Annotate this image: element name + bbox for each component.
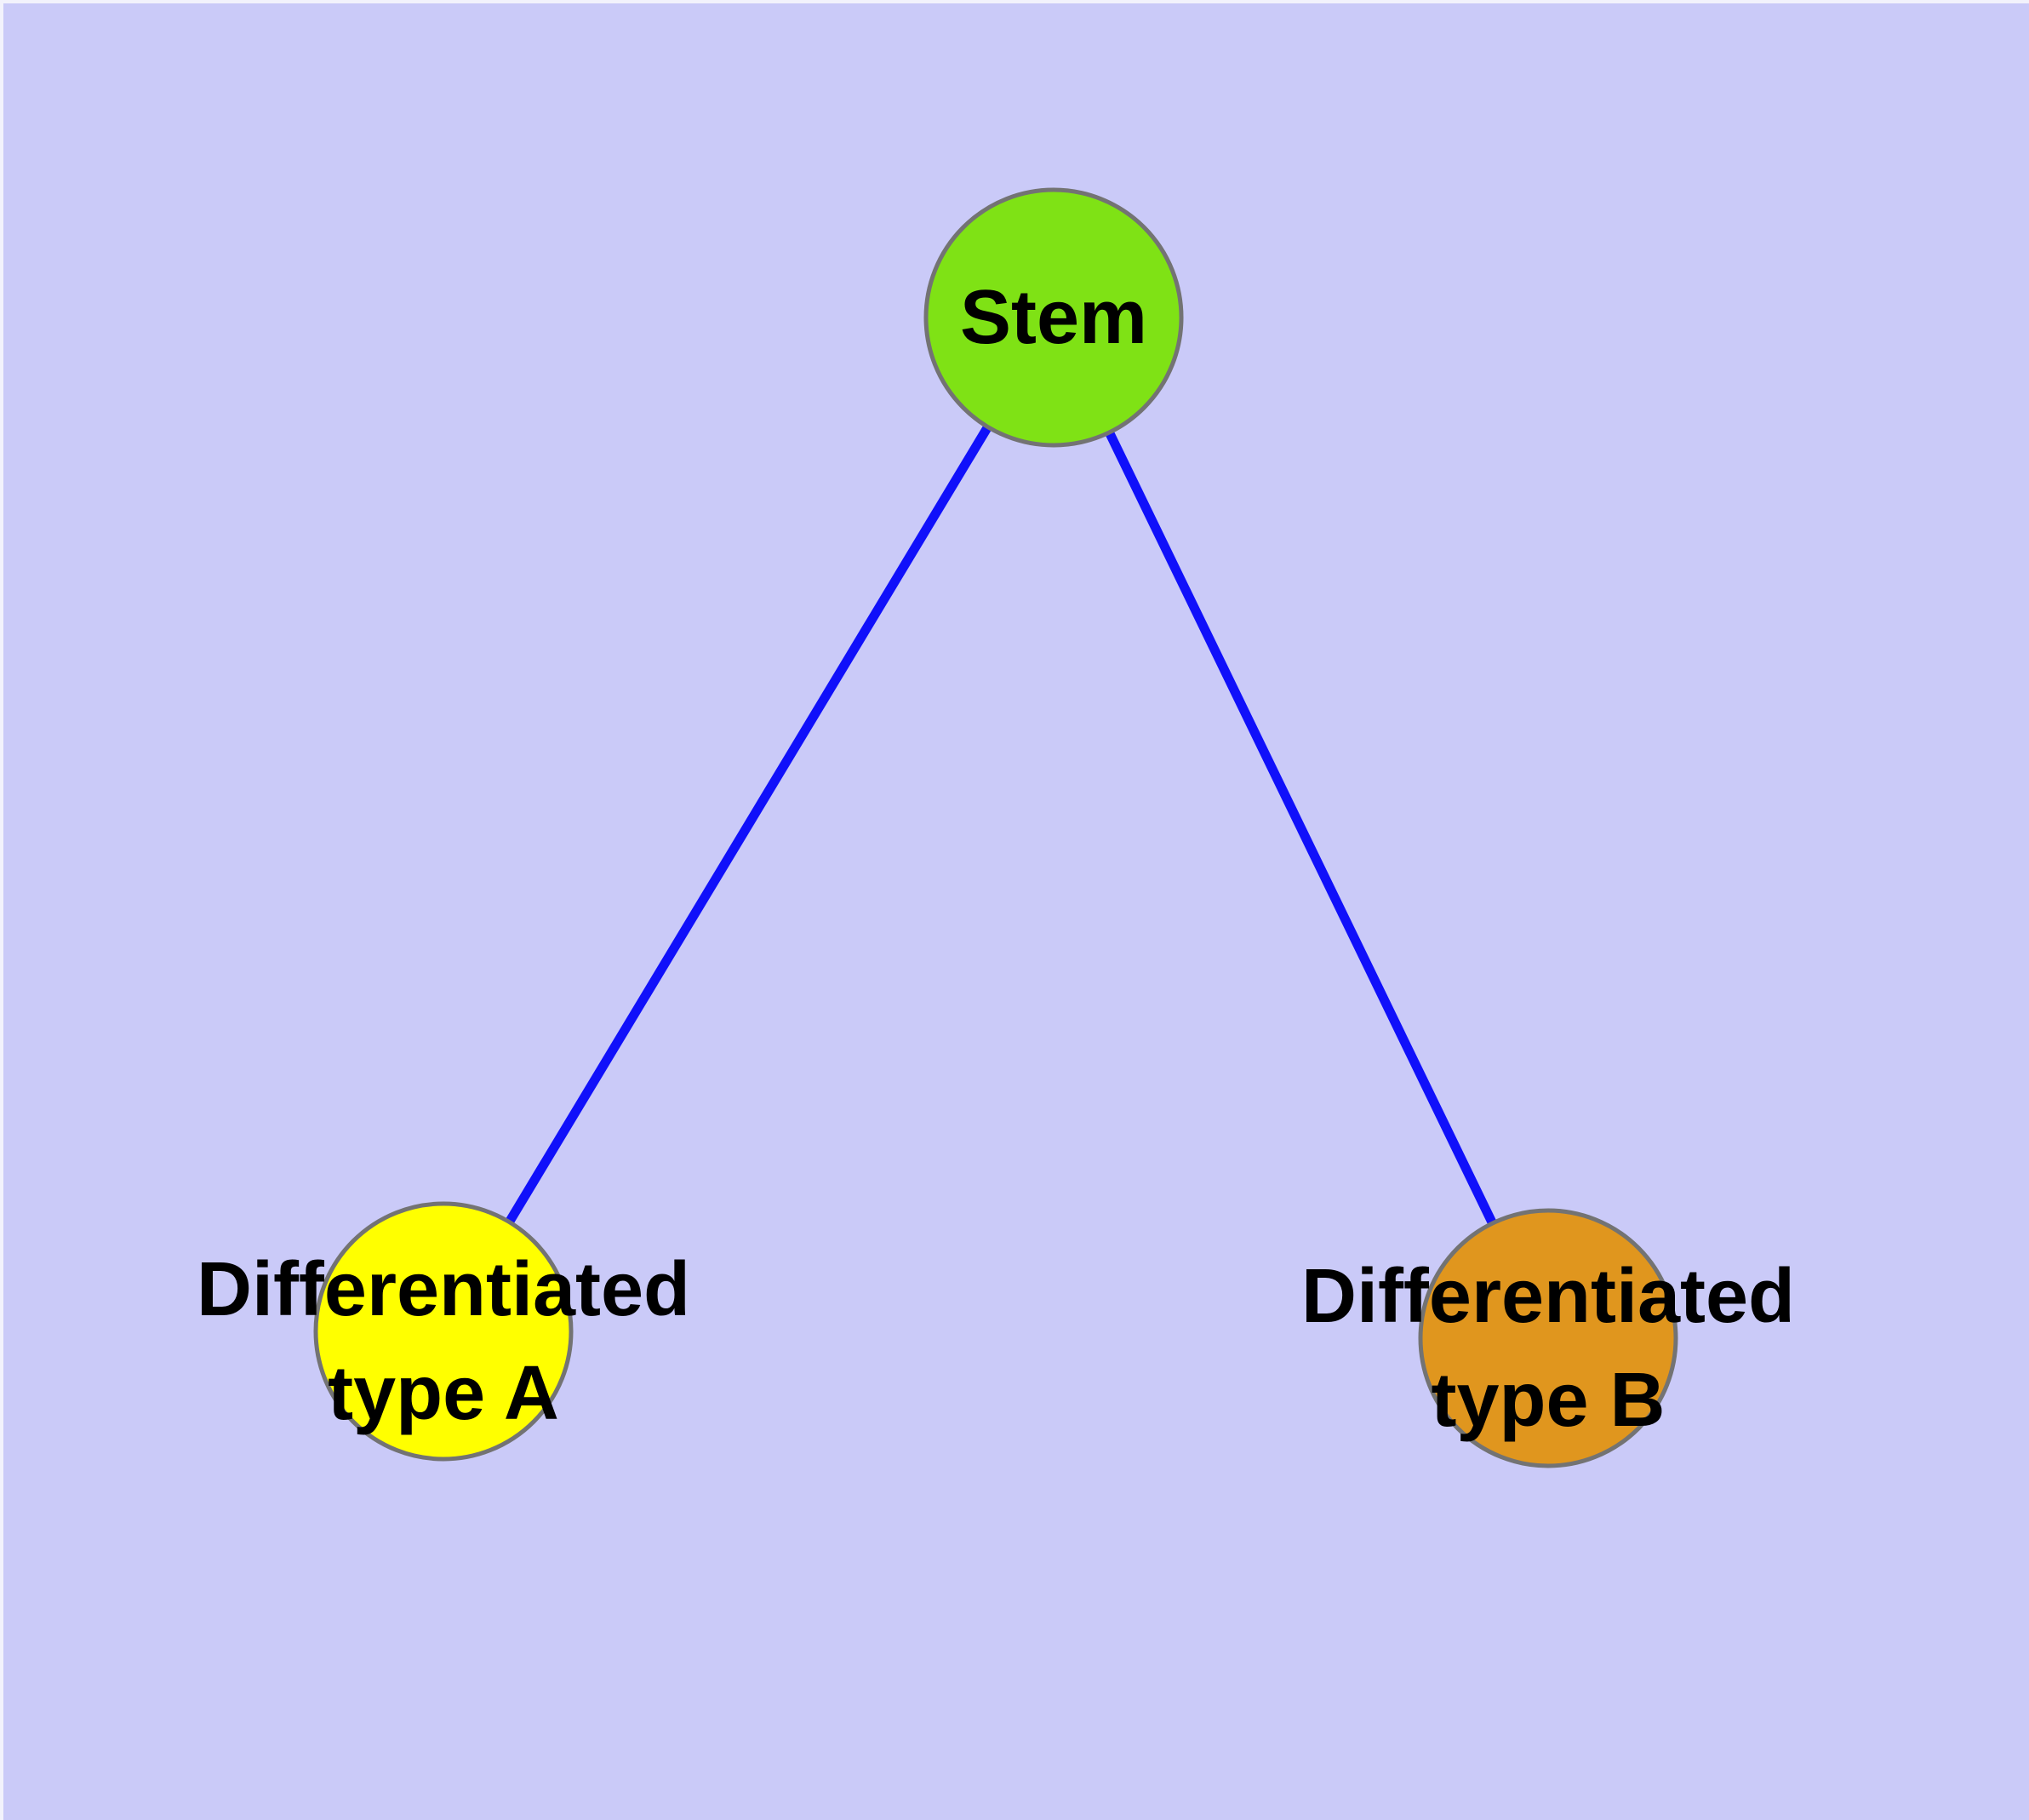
node-stem-circle[interactable] bbox=[923, 187, 1184, 448]
node-differentiated-type-b[interactable]: Differentiated type B bbox=[1301, 1208, 1795, 1468]
frame-edge-top bbox=[0, 0, 2029, 3]
frame-edge-left bbox=[0, 0, 3, 1820]
node-type-b-label-line-1: Differentiated bbox=[1301, 1254, 1795, 1339]
node-stem[interactable]: Stem bbox=[923, 187, 1184, 448]
node-stem-label: Stem bbox=[960, 275, 1147, 360]
node-type-a-circle[interactable] bbox=[313, 1201, 574, 1462]
edge-stem-to-type-a bbox=[439, 315, 1058, 1334]
edge-group bbox=[439, 315, 1552, 1341]
node-type-a-label-line-1: Differentiated bbox=[197, 1247, 690, 1332]
edge-stem-to-type-b bbox=[1049, 315, 1552, 1341]
node-type-b-label-line-2: type B bbox=[1431, 1358, 1665, 1443]
node-differentiated-type-a[interactable]: Differentiated type A bbox=[197, 1201, 690, 1462]
node-type-a-label-line-2: type A bbox=[328, 1351, 559, 1436]
node-type-b-circle[interactable] bbox=[1418, 1208, 1678, 1468]
